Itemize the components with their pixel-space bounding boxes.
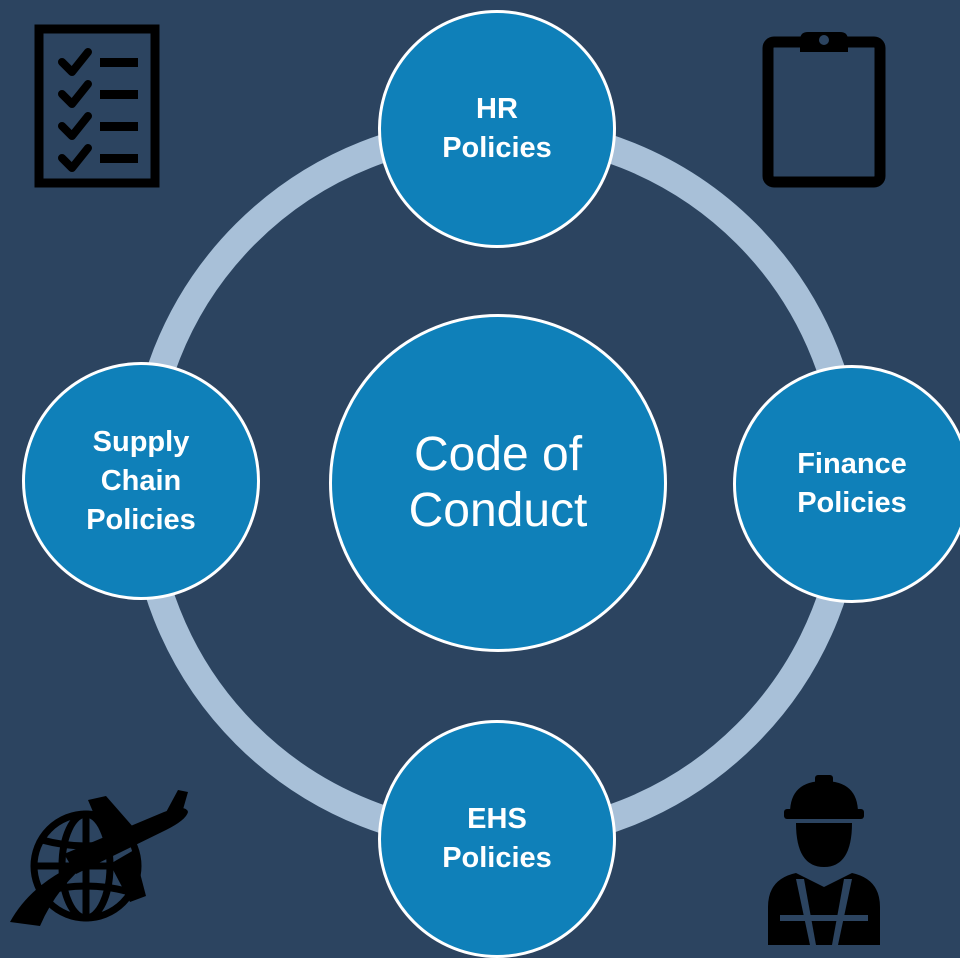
node-hr-label: HR Policies — [442, 93, 552, 164]
node-ehs-policies: EHS Policies — [378, 720, 616, 958]
checklist-icon — [34, 24, 160, 188]
clipboard-icon — [762, 32, 886, 188]
center-node-label: Code of Conduct — [408, 428, 588, 537]
node-ehs-label: EHS Policies — [442, 803, 552, 874]
node-supply-chain-policies: Supply Chain Policies — [22, 362, 260, 600]
construction-worker-icon — [768, 775, 880, 945]
node-supply-chain-label: Supply Chain Policies — [86, 425, 196, 536]
node-hr-policies: HR Policies — [378, 10, 616, 248]
node-finance-policies: Finance Policies — [733, 365, 960, 603]
center-node-code-of-conduct: Code of Conduct — [329, 314, 667, 652]
node-finance-label: Finance Policies — [797, 448, 907, 519]
globe-airplane-icon — [10, 790, 188, 926]
